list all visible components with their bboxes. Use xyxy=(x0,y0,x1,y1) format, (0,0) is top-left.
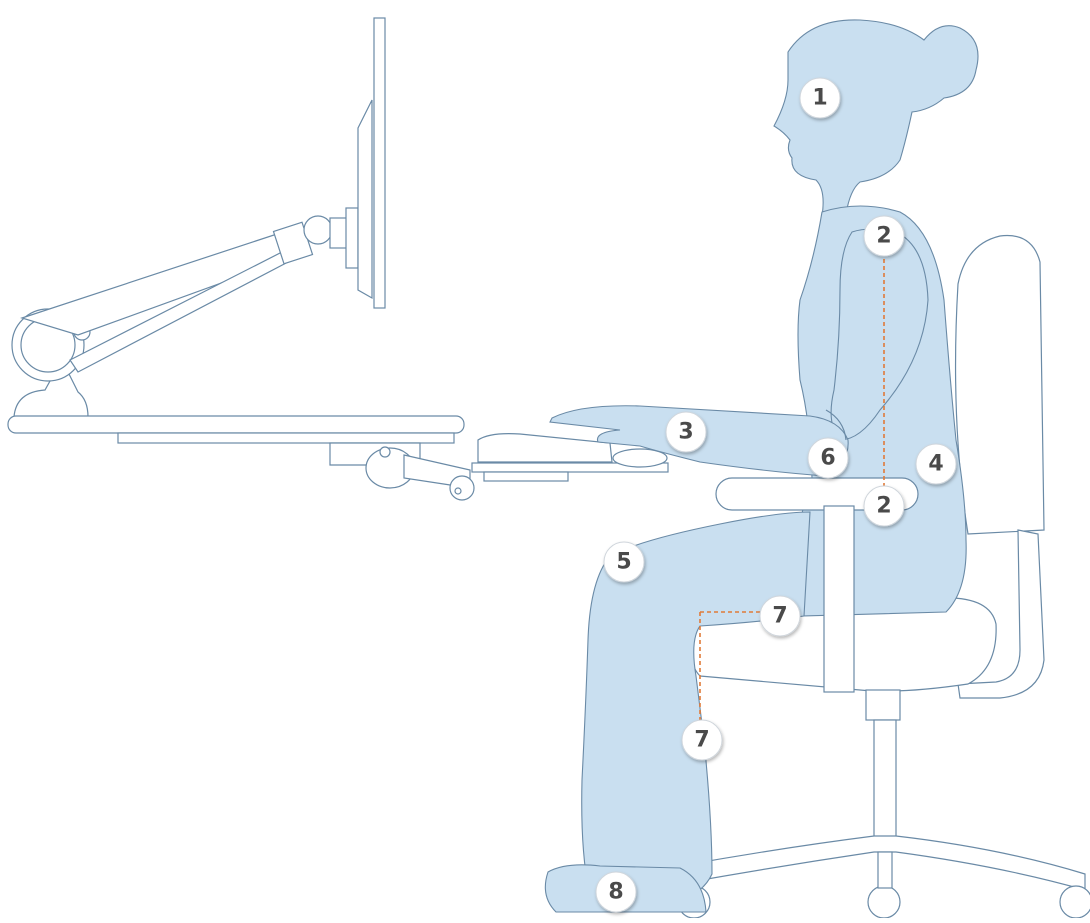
marker-6[interactable]: 6 xyxy=(807,437,849,479)
marker-7-thigh[interactable]: 7 xyxy=(759,595,801,637)
marker-2-elbow[interactable]: 2 xyxy=(863,485,905,527)
marker-2-elbow-label: 2 xyxy=(876,494,891,519)
marker-5[interactable]: 5 xyxy=(603,541,645,583)
marker-3-label: 3 xyxy=(678,420,693,445)
marker-7-thigh-label: 7 xyxy=(772,604,787,629)
marker-4-label: 4 xyxy=(928,452,943,477)
desk xyxy=(7,415,669,501)
marker-5-label: 5 xyxy=(616,550,631,575)
marker-4[interactable]: 4 xyxy=(915,443,957,485)
alignment-guides xyxy=(699,252,885,722)
marker-2-shoulder-label: 2 xyxy=(876,224,891,249)
marker-1-label: 1 xyxy=(812,86,827,111)
seated-person xyxy=(544,19,979,913)
marker-2-shoulder[interactable]: 2 xyxy=(863,215,905,257)
marker-1[interactable]: 1 xyxy=(799,77,841,119)
marker-7-calf-label: 7 xyxy=(694,728,709,753)
monitor-arm xyxy=(11,17,386,418)
marker-7-calf[interactable]: 7 xyxy=(681,719,723,761)
marker-6-label: 6 xyxy=(820,446,835,471)
marker-8[interactable]: 8 xyxy=(595,871,637,913)
marker-3[interactable]: 3 xyxy=(665,411,707,453)
marker-8-label: 8 xyxy=(608,880,623,905)
